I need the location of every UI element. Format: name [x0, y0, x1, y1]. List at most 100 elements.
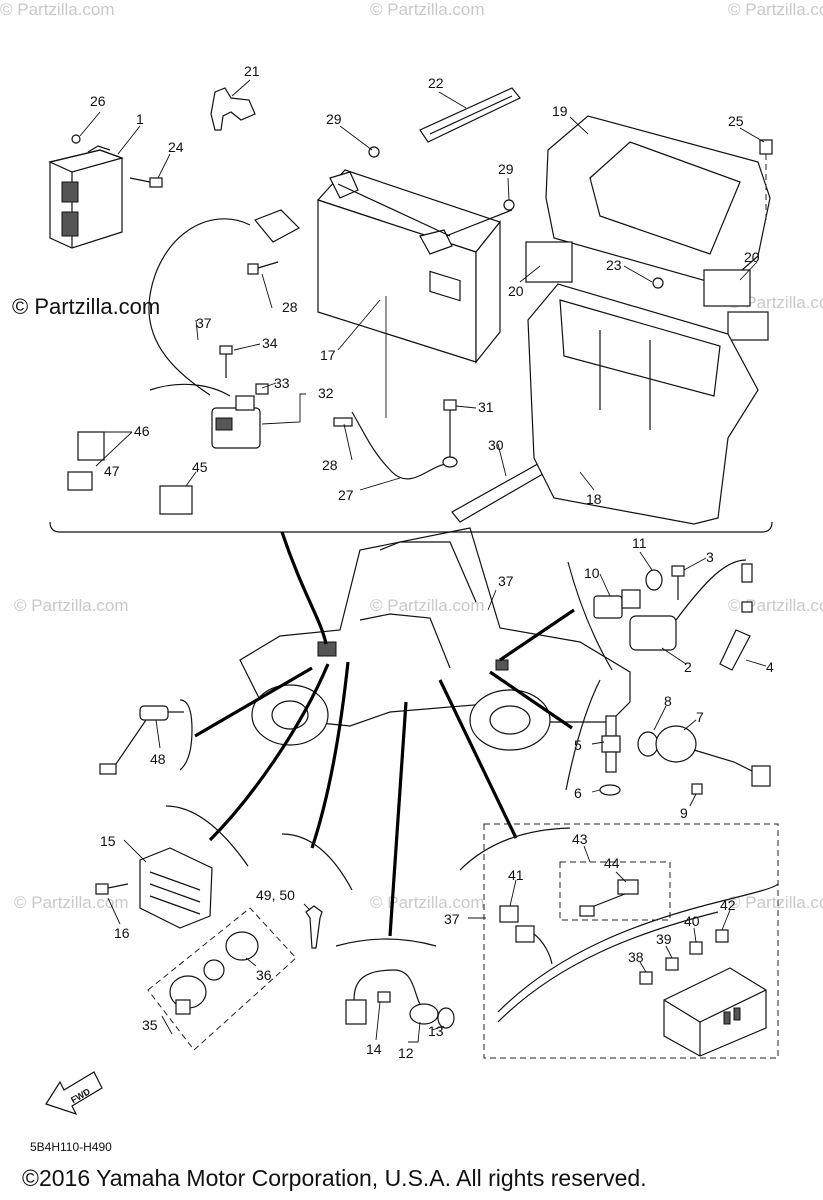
callout-14: 14: [366, 1041, 382, 1057]
fwd-arrow: [45, 1071, 103, 1116]
watermark: © Partzilla.com: [728, 0, 823, 19]
fuse-box: [663, 967, 767, 1057]
bolt-29b: [503, 199, 515, 211]
callout-11: 11: [632, 535, 647, 551]
diagram-code: 5B4H110-H490: [30, 1140, 112, 1154]
callout-29: 29: [326, 111, 342, 127]
callout-9: 9: [680, 805, 688, 821]
callout-45: 45: [192, 459, 208, 475]
battery-cover-19: [545, 115, 771, 287]
callout-33: 33: [274, 375, 290, 391]
screw-3: [671, 565, 685, 600]
leader-5: [489, 670, 573, 730]
callout-8: 8: [664, 693, 672, 709]
bracket-2: [567, 561, 613, 671]
callout-5: 5: [574, 737, 582, 753]
washer-6: [599, 784, 621, 796]
callout-46: 46: [134, 423, 150, 439]
callout-28: 28: [282, 299, 298, 315]
switch-box-35: [147, 907, 297, 1051]
bracket-15: [165, 805, 249, 867]
callout-26: 26: [90, 93, 106, 109]
bracket-48: [179, 699, 193, 771]
lead-27: [351, 411, 451, 480]
speed-sensor-12: [345, 969, 439, 1025]
leader-2: [499, 608, 575, 662]
copyright-notice: ©2016 Yamaha Motor Corporation, U.S.A. A…: [22, 1165, 647, 1191]
watermark: © Partzilla.com: [14, 596, 129, 615]
pad-20c: [727, 311, 769, 341]
fuse-40: [689, 941, 703, 955]
bolt-28b: [333, 417, 353, 427]
callout-25: 25: [728, 113, 744, 129]
nut-36: [225, 931, 259, 961]
callout-6: 6: [574, 785, 582, 801]
o-ring-13: [437, 1007, 455, 1029]
callout-39: 39: [656, 931, 672, 947]
vehicle-outline: [239, 527, 631, 751]
fuse-39: [665, 957, 679, 971]
watermark: © Partzilla.com: [14, 893, 129, 912]
callout-22: 22: [428, 75, 444, 91]
callout-37c: 37: [444, 911, 460, 927]
callout-40: 40: [684, 913, 700, 929]
coupler-46: [77, 431, 105, 461]
bolt-23: [652, 277, 664, 289]
callout-16: 16: [114, 925, 130, 941]
leader-49: [310, 661, 350, 849]
starter-relay-32: [211, 383, 269, 449]
callout-15: 15: [100, 833, 116, 849]
partzilla-brand: © Partzilla.com: [12, 294, 161, 319]
callout-13: 13: [428, 1023, 444, 1039]
callout-44: 44: [604, 855, 620, 871]
battery-band-22: [419, 87, 521, 143]
callout-37b: 37: [498, 573, 514, 589]
bracket-49: [281, 833, 353, 891]
callout-leaders: [79, 79, 767, 1043]
rectifier-15: [139, 847, 213, 929]
leader-top: [280, 531, 328, 645]
bolt-26: [71, 134, 81, 144]
callout-7: 7: [696, 709, 704, 725]
ignition-coil-2: [629, 559, 753, 651]
bracket-37: [459, 827, 571, 871]
callout-24: 24: [168, 139, 184, 155]
bracket-5: [565, 679, 601, 791]
coupler-47: [67, 471, 93, 491]
callout-42: 42: [720, 897, 736, 913]
o-ring-11: [645, 569, 663, 591]
callout-12: 12: [398, 1045, 414, 1061]
ecu-unit: [48, 145, 124, 249]
wire-harness-37: [497, 883, 779, 1023]
sub-wire-44: [579, 879, 639, 917]
watermark: © Partzilla.com: [728, 293, 823, 312]
bolt-28: [247, 261, 279, 275]
spark-plug-5: [601, 715, 621, 773]
switch-35: [169, 959, 225, 1015]
callout-21: 21: [244, 63, 260, 79]
callout-29b: 29: [498, 161, 514, 177]
leader-37: [438, 679, 518, 839]
callout-37: 37: [196, 315, 212, 331]
leader-15: [208, 663, 330, 842]
harness-box: [483, 823, 779, 1059]
bolt-9: [691, 783, 703, 795]
callout-3: 3: [706, 549, 714, 565]
callout-4: 4: [766, 659, 774, 675]
callout-48: 48: [150, 751, 166, 767]
watermark: © Partzilla.com: [0, 0, 115, 19]
watermark: © Partzilla.com: [728, 893, 823, 912]
bolt-25: [759, 139, 773, 220]
callout-38: 38: [628, 949, 644, 965]
callout-43: 43: [572, 831, 588, 847]
callout-35: 35: [142, 1017, 158, 1033]
callout-17: 17: [320, 347, 336, 363]
key-49: [305, 905, 323, 949]
pad-20: [525, 241, 573, 283]
callout-4950: 49, 50: [256, 887, 295, 903]
callout-10: 10: [584, 565, 600, 581]
battery-box-18: [527, 283, 759, 525]
callout-20: 20: [508, 283, 524, 299]
cable-terminal: [254, 209, 300, 243]
callout-1: 1: [136, 111, 144, 127]
